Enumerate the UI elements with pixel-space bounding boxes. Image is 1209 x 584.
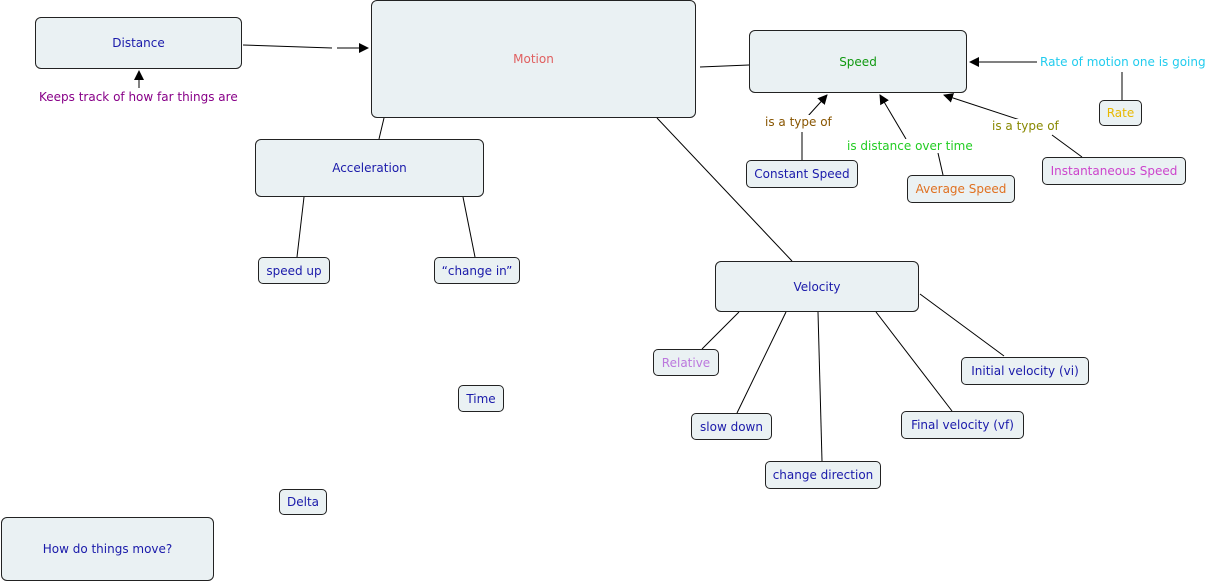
link-is-a-type-of-right[interactable]: is a type of (991, 119, 1060, 133)
concept-how-do-things-move[interactable]: How do things move? (1, 517, 214, 581)
concept-final-velocity[interactable]: Final velocity (vf) (901, 411, 1024, 439)
concept-slow-down[interactable]: slow down (691, 413, 772, 440)
concept-change-direction[interactable]: change direction (765, 461, 881, 489)
concept-velocity[interactable]: Velocity (715, 261, 919, 312)
edge-motion-velocity (656, 117, 793, 262)
edge-type-left-speed (807, 94, 828, 117)
concept-change-in[interactable]: “change in” (434, 257, 520, 284)
concept-speed[interactable]: Speed (749, 30, 967, 93)
concept-motion[interactable]: Motion (371, 0, 696, 118)
edge-velocity-initial (919, 293, 1005, 357)
concept-constant-speed[interactable]: Constant Speed (746, 160, 858, 188)
edge-average-speed-label (937, 152, 944, 176)
edge-motion-speed (699, 64, 750, 68)
edge-velocity-change-direction (817, 311, 823, 462)
edge-instantaneous-label (1051, 134, 1083, 158)
edge-distance-motion (242, 44, 333, 49)
link-rate-of-motion[interactable]: Rate of motion one is going (1039, 55, 1207, 69)
concept-relative[interactable]: Relative (653, 349, 719, 376)
edge-velocity-slow-down (736, 311, 787, 414)
edge-velocity-final (875, 311, 953, 412)
edge-acceleration-speed-up (296, 196, 305, 258)
edge-motion-acceleration (378, 117, 385, 140)
link-is-a-type-of-left[interactable]: is a type of (764, 115, 833, 129)
concept-delta[interactable]: Delta (279, 489, 327, 515)
edge-acceleration-change-in (462, 196, 476, 258)
concept-time[interactable]: Time (458, 385, 504, 412)
edge-type-right-speed (943, 93, 1021, 121)
concept-distance[interactable]: Distance (35, 17, 242, 69)
edge-distance-over-time-speed (879, 94, 907, 140)
concept-rate[interactable]: Rate (1099, 100, 1142, 126)
concept-initial-velocity[interactable]: Initial velocity (vi) (961, 357, 1089, 385)
concept-acceleration[interactable]: Acceleration (255, 139, 484, 197)
edge-velocity-relative (701, 311, 740, 350)
link-keeps-track[interactable]: Keeps track of how far things are (38, 90, 239, 104)
link-is-distance-over-time[interactable]: is distance over time (846, 139, 974, 153)
concept-instantaneous-speed[interactable]: Instantaneous Speed (1042, 157, 1186, 185)
concept-speed-up[interactable]: speed up (258, 257, 330, 284)
concept-average-speed[interactable]: Average Speed (907, 175, 1015, 203)
